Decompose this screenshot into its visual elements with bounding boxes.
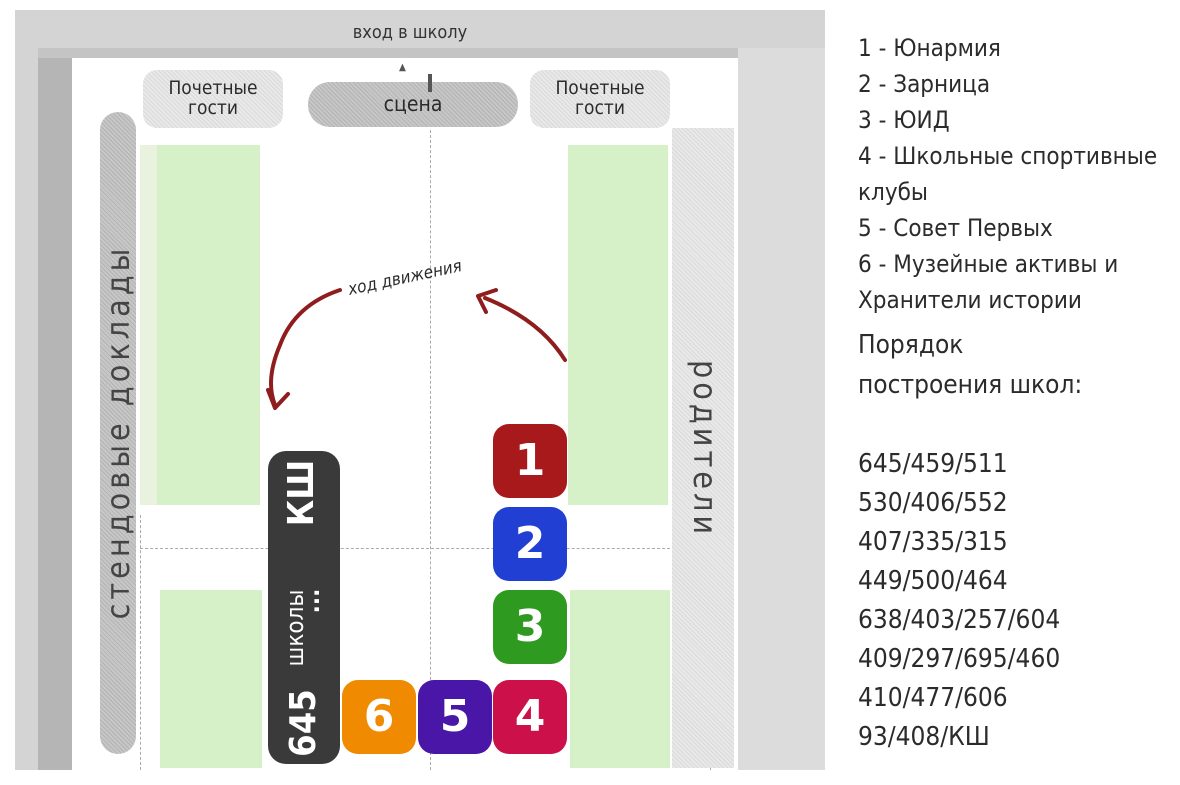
legend-item: 3 - ЮИД: [858, 106, 950, 134]
ks-bar: 645 школы ... КШ: [268, 451, 340, 764]
order-title: Порядок построения школ:: [858, 325, 1178, 405]
legend-item: 5 - Совет Первых: [858, 214, 1053, 242]
wall-top: [38, 48, 738, 58]
parents-label: родители: [686, 359, 724, 539]
order-entry: 407/335/315: [858, 527, 1008, 557]
seating-area-bottom-left: [160, 590, 262, 768]
order-entry: 645/459/511: [858, 449, 1008, 479]
ks-number: 645: [283, 689, 324, 757]
order-entry: 93/408/КШ: [858, 722, 990, 752]
stage-marker: [428, 74, 432, 92]
wall-shadow: [38, 48, 72, 770]
motion-arrow-icon: [266, 288, 567, 410]
ks-dots: ...: [297, 588, 325, 614]
guide-line: [140, 515, 141, 770]
formation-tile-3: 3: [493, 590, 567, 664]
entrance-arrow-icon: ▲: [399, 62, 406, 73]
stage: сцена: [308, 82, 518, 127]
formation-tile-1: 1: [493, 424, 567, 498]
order-title-line1: Порядок: [858, 330, 964, 360]
order-entry: 530/406/552: [858, 488, 1008, 518]
legend-item: клубы: [858, 178, 928, 206]
order-entry: 410/477/606: [858, 683, 1008, 713]
formation-tile-5: 5: [418, 680, 492, 754]
cross-axis: [140, 548, 670, 549]
order-list: 645/459/511 530/406/552 407/335/315 449/500…: [858, 445, 1178, 757]
seating-area-bottom-right: [570, 590, 670, 768]
ks-label: КШ: [281, 459, 322, 527]
guests-right-zone: Почетные гости: [530, 70, 670, 128]
legend: 1 - Юнармия 2 - Зарница 3 - ЮИД 4 - Школьны…: [858, 30, 1178, 318]
order-entry: 409/297/695/460: [858, 644, 1061, 674]
order-title-line2: построения школ:: [858, 370, 1083, 400]
formation-tile-4: 4: [493, 680, 567, 754]
formation-tile-6: 6: [342, 680, 416, 754]
legend-item: 6 - Музейные активы и: [858, 250, 1119, 278]
seating-edge: [140, 145, 160, 505]
motion-label: ход движения: [346, 256, 464, 300]
legend-item: 1 - Юнармия: [858, 34, 1001, 62]
center-axis: [430, 130, 431, 770]
stands-zone: [100, 112, 136, 754]
legend-item: 4 - Школьные спортивные: [858, 142, 1158, 170]
guests-left-zone: Почетные гости: [143, 70, 283, 128]
seating-area-top-right: [568, 145, 668, 505]
formation-tile-2: 2: [493, 507, 567, 581]
legend-item: Хранители истории: [858, 286, 1082, 314]
stands-label: стендовые доклады: [99, 244, 137, 620]
guests-left-line2: гости: [188, 97, 238, 119]
guests-left-line1: Почетные: [168, 77, 258, 99]
motion-label-anchor: ход движения: [330, 256, 480, 300]
guests-right-line1: Почетные: [555, 77, 645, 99]
entrance-label: вход в школу: [352, 22, 468, 43]
order-entry: 449/500/464: [858, 566, 1008, 596]
seating-area-top-left: [157, 145, 260, 505]
parents-zone: [672, 128, 734, 768]
right-wall: [738, 48, 825, 770]
order-entry: 638/403/257/604: [858, 605, 1061, 635]
guests-right-line2: гости: [575, 97, 625, 119]
legend-item: 2 - Зарница: [858, 70, 991, 98]
